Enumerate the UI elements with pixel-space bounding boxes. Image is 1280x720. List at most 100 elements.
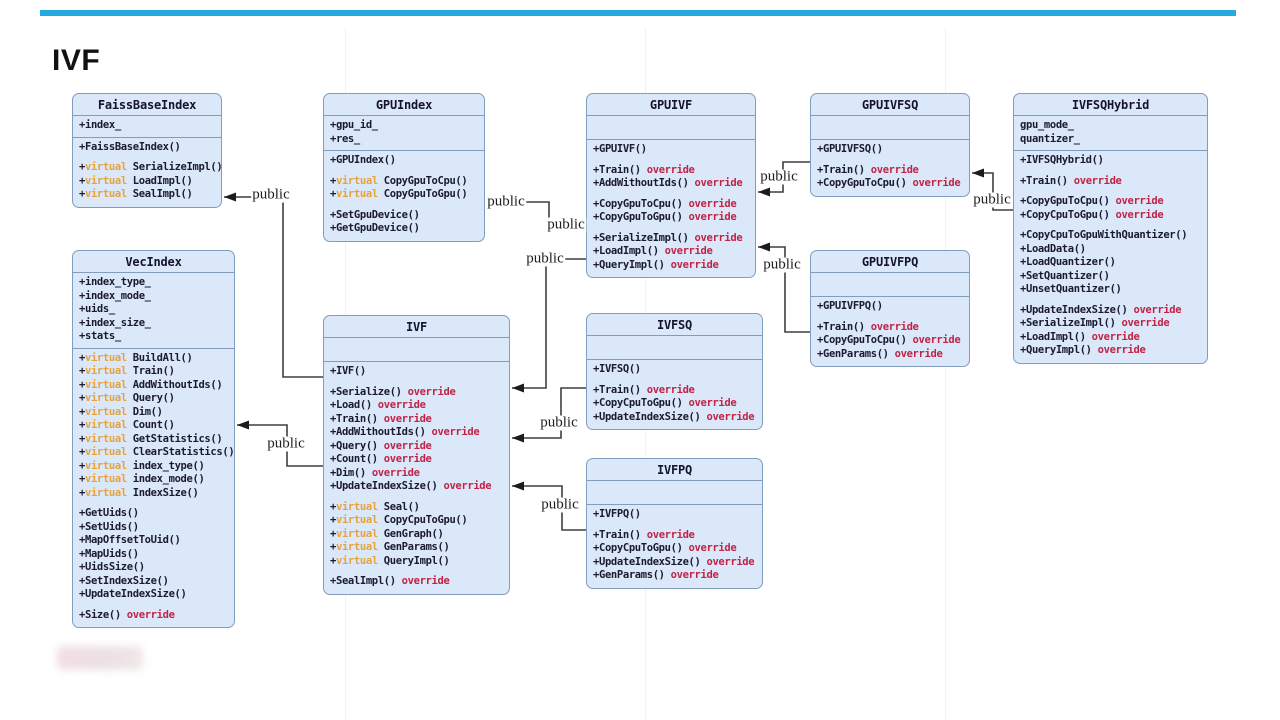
class-method: +virtual GetStatistics()	[79, 432, 223, 445]
class-method: +GPUIVFPQ()	[817, 300, 883, 312]
class-method: +virtual Query()	[79, 392, 175, 404]
class-name: IVF	[324, 316, 509, 338]
class-attribute: +gpu_id_	[330, 119, 378, 131]
class-box-faissbaseindex: FaissBaseIndex+index_+FaissBaseIndex()+v…	[72, 93, 223, 208]
class-method: +LoadQuantizer()	[1020, 256, 1116, 268]
method-group: +Train() override+AddWithoutIds() overri…	[593, 164, 753, 191]
methods-compartment: +GPUIVF()+Train() override+AddWithoutIds…	[587, 140, 755, 277]
class-method: +MapOffsetToUid()	[79, 534, 181, 546]
class-method: +SetQuantizer()	[1020, 269, 1110, 282]
method-group: +Train() override	[1020, 175, 1205, 189]
class-attribute: +index_	[79, 119, 121, 131]
class-method: +Train() override	[593, 528, 695, 541]
class-method: +CopyGpuToCpu() override	[593, 197, 737, 210]
class-method: +IVFSQ()	[593, 363, 641, 375]
class-method: +Count() override	[330, 453, 432, 465]
class-name: GPUIndex	[324, 94, 484, 116]
top-accent-bar	[40, 10, 1236, 16]
edge-visibility-label: public	[486, 193, 526, 210]
edge-visibility-label: public	[540, 496, 580, 513]
class-method: +virtual CopyGpuToCpu()	[330, 174, 468, 187]
class-name: IVFSQHybrid	[1014, 94, 1207, 116]
inheritance-edge-gpuivf-to-ivf	[512, 258, 586, 393]
class-name: IVFPQ	[587, 459, 762, 481]
attributes-compartment: +index_	[73, 116, 221, 138]
method-group: +virtual Seal()+virtual CopyCpuToGpu() +v…	[330, 501, 507, 569]
inheritance-edge-ivfsqhybrid-to-gpuivfsq	[972, 168, 1013, 211]
class-method: +UpdateIndexSize() override	[593, 555, 755, 568]
methods-compartment: +IVF()+Serialize() override+Load() overr…	[324, 362, 509, 594]
inheritance-edge-gpuivfpq-to-gpuivf	[758, 242, 810, 333]
method-group: +CopyCpuToGpuWithQuantizer()+LoadData()+…	[1020, 229, 1205, 297]
class-name: IVFSQ	[587, 314, 762, 336]
class-method: +CopyCpuToGpuWithQuantizer()	[1020, 229, 1188, 241]
class-method: +virtual QueryImpl()	[330, 554, 450, 567]
attributes-compartment	[587, 481, 762, 505]
method-group: +virtual BuildAll()+virtual Train()+virt…	[79, 352, 235, 501]
class-method: +CopyGpuToCpu() override	[817, 177, 961, 189]
class-method: +virtual Train()	[79, 365, 175, 377]
method-group: +IVFSQ()	[593, 363, 760, 377]
method-group: +Train() override+CopyGpuToCpu() overrid…	[817, 164, 967, 191]
method-group: +IVFPQ()	[593, 508, 760, 522]
edge-visibility-label: public	[546, 216, 586, 233]
class-method: +FaissBaseIndex()	[79, 140, 181, 153]
class-method: +Train() override	[817, 320, 919, 333]
class-method: +virtual Dim()	[79, 405, 163, 418]
class-method: +Train() override	[817, 163, 919, 176]
class-method: +IVF()	[330, 365, 366, 377]
arrowhead	[512, 383, 524, 393]
arrowhead	[237, 420, 249, 430]
attributes-compartment: +gpu_id_+res_	[324, 116, 484, 151]
attributes-compartment: +index_type_+index_mode_+uids_+index_siz…	[73, 273, 234, 349]
method-group: +virtual CopyGpuToCpu()+virtual CopyGpuT…	[330, 175, 482, 202]
methods-compartment: +GPUIndex()+virtual CopyGpuToCpu()+virtu…	[324, 151, 484, 241]
class-method: +virtual index_type()	[79, 459, 205, 472]
arrowhead	[512, 433, 524, 443]
class-method: +Size() override	[79, 608, 175, 621]
class-box-ivfpq: IVFPQ +IVFPQ() +Train() override+CopyCpuTo…	[586, 458, 763, 589]
class-box-gpuivfsq: GPUIVFSQ+GPUIVFSQ()+Train() override+Cop…	[810, 93, 970, 197]
class-method: +Train() override	[330, 412, 432, 425]
class-method: +IVFPQ()	[593, 508, 641, 520]
class-method: +IVFSQHybrid()	[1020, 154, 1104, 166]
method-group: +SerializeImpl() override+LoadImpl() ove…	[593, 232, 753, 273]
methods-compartment: +GPUIVFSQ() +Train() override+CopyGpuToCp…	[811, 140, 969, 196]
arrowhead	[758, 187, 770, 197]
method-group: +CopyGpuToCpu() override+CopyGpuToGpu() …	[593, 198, 753, 225]
arrowhead	[512, 481, 524, 491]
class-method: +GenParams() override	[817, 347, 943, 360]
class-method: +GetUids()	[79, 507, 139, 519]
class-method: +virtual CopyGpuToGpu()	[330, 188, 468, 200]
class-method: +GPUIVFSQ()	[817, 143, 883, 155]
method-group: +Train() override+CopyGpuToCpu() overrid…	[817, 321, 967, 362]
arrowhead	[758, 242, 770, 252]
class-method: +virtual SealImpl()	[79, 188, 193, 200]
class-method: +CopyCpuToGpu() override	[593, 542, 737, 554]
method-group: +FaissBaseIndex()	[79, 141, 219, 155]
class-method: +GenParams() override	[593, 569, 719, 581]
class-method: +virtual Count()	[79, 419, 175, 431]
arrowhead	[972, 168, 984, 178]
class-box-gpuivfpq: GPUIVFPQ+GPUIVFPQ()+Train() override+Cop…	[810, 250, 970, 367]
class-method: +UnsetQuantizer()	[1020, 283, 1122, 295]
method-group: +Size() override	[79, 609, 232, 623]
method-group: +SetGpuDevice()+GetGpuDevice()	[330, 209, 482, 236]
class-method: +SerializeImpl() override	[593, 231, 743, 244]
class-method: +virtual CopyCpuToGpu()	[330, 514, 468, 526]
class-attribute: quantizer_	[1020, 132, 1080, 145]
class-method: +virtual Seal()	[330, 500, 420, 513]
class-method: +UpdateIndexSize()	[79, 588, 187, 600]
methods-compartment: +GPUIVFPQ() +Train() override+CopyGpuToCp…	[811, 297, 969, 366]
class-method: +QueryImpl() override	[593, 258, 719, 271]
class-method: +SetIndexSize()	[79, 574, 169, 587]
methods-compartment: +IVFSQ()+Train() override+CopyCpuToGpu()…	[587, 360, 762, 429]
class-method: +UpdateIndexSize() override	[593, 410, 755, 423]
watermark	[57, 646, 143, 670]
class-attribute: +uids_	[79, 303, 115, 315]
method-group: +GPUIVFSQ()	[817, 143, 967, 157]
class-method: +CopyGpuToGpu() override	[593, 211, 737, 223]
class-box-gpuivf: GPUIVF+GPUIVF()+Train() override+AddWith…	[586, 93, 756, 278]
edge-visibility-label: public	[539, 414, 579, 431]
